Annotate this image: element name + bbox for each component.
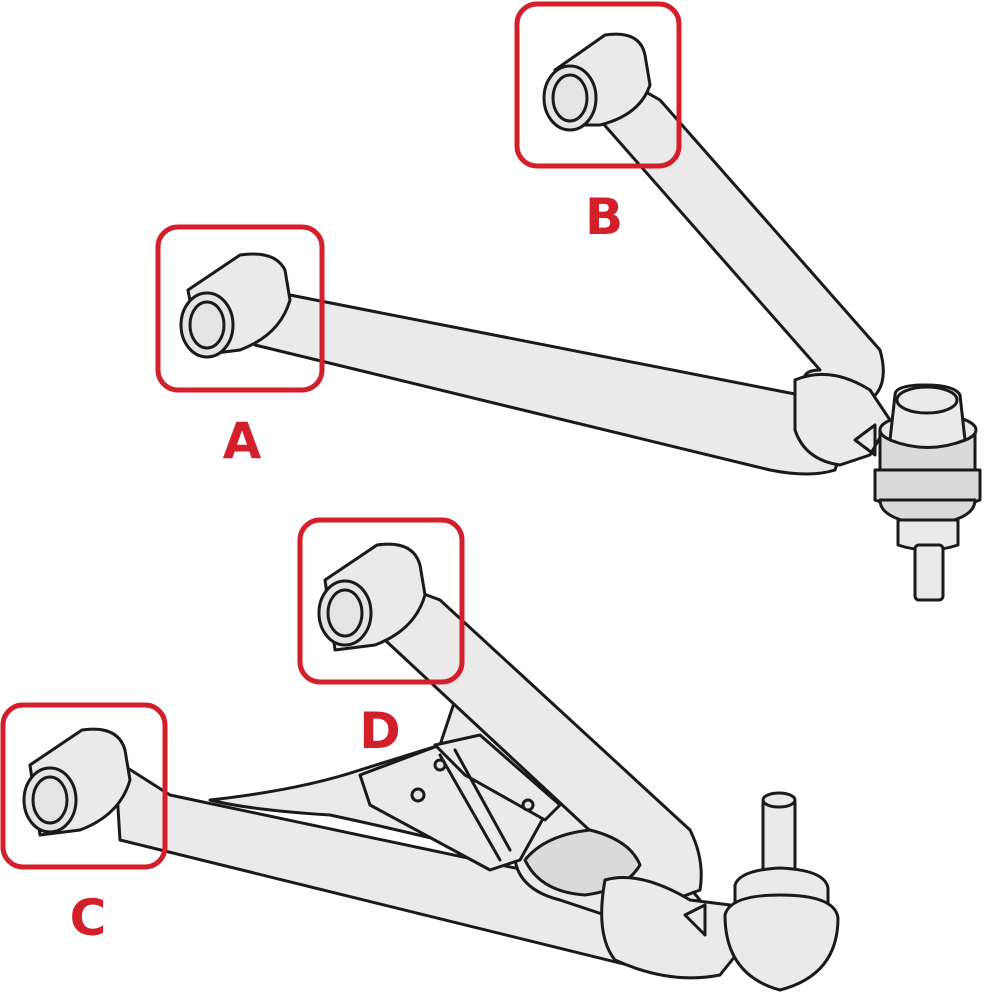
bushing-c [22, 727, 132, 837]
highlight-box-a [155, 224, 325, 393]
bushing-d [317, 542, 427, 652]
highlight-box-b [514, 1, 682, 169]
lower-knuckle-detail [683, 903, 707, 937]
upper-ball-joint [873, 383, 982, 602]
lower-control-arm [22, 542, 840, 992]
label-d: D [359, 702, 401, 760]
label-c: C [70, 889, 107, 947]
highlight-box-d [297, 517, 465, 685]
highlight-box-c [0, 702, 168, 870]
label-a: A [223, 412, 262, 470]
lower-ball-joint [723, 791, 840, 992]
upper-arm-front-link [598, 78, 885, 402]
upper-control-arm [179, 32, 982, 602]
label-b: B [585, 188, 623, 246]
bushing-a [179, 252, 292, 359]
bushing-b [542, 32, 652, 132]
shock-mount-bracket [358, 733, 562, 872]
upper-knuckle-detail [853, 423, 877, 457]
lower-arm-knuckle [600, 876, 742, 980]
